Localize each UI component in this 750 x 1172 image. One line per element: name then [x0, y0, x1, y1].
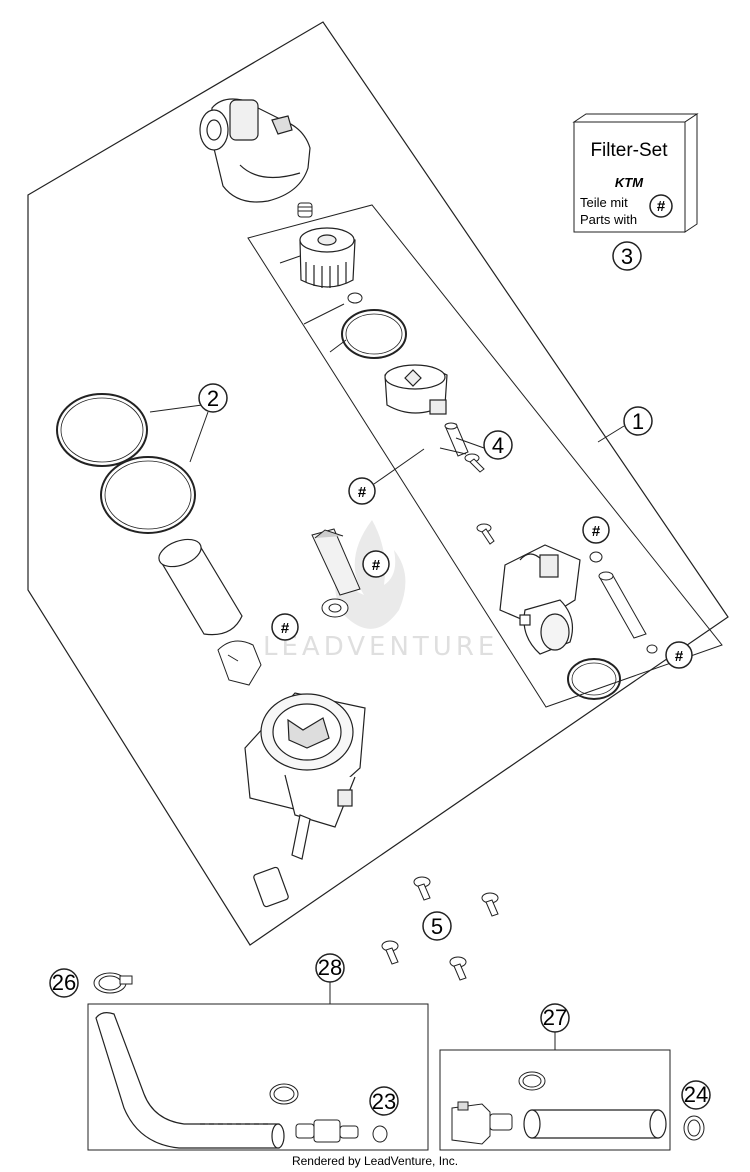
svg-text:#: #: [358, 484, 367, 501]
small-o-ring: [347, 292, 363, 304]
filter-o-ring: [341, 309, 407, 359]
pressure-regulator-part: [384, 364, 448, 415]
hash-symbol: #: [657, 198, 666, 215]
svg-text:1: 1: [632, 409, 644, 434]
leader-lines: [149, 255, 625, 1050]
large-o-ring-lower: [100, 456, 196, 534]
svg-text:#: #: [592, 523, 601, 540]
screw-part: [464, 453, 485, 473]
callout-5: 5: [422, 911, 452, 941]
svg-text:24: 24: [684, 1082, 708, 1107]
hash-marker: #: [665, 641, 693, 669]
small-tube-part: [444, 422, 469, 457]
fuel-pump-motor-part: [499, 544, 581, 655]
callout-2: 2: [198, 383, 228, 413]
small-o-ring: [646, 644, 658, 654]
clip-part: [217, 640, 262, 686]
svg-text:28: 28: [318, 955, 342, 980]
hash-marker: #: [271, 613, 299, 641]
callout-3: 3: [612, 241, 642, 271]
svg-text:26: 26: [52, 970, 76, 995]
filter-set-line2: Parts with: [580, 212, 637, 227]
screw-set-part: [381, 876, 499, 981]
assembly-outline: [27, 21, 729, 946]
svg-text:#: #: [675, 648, 684, 665]
hash-marker: #: [348, 477, 376, 505]
callout-4: 4: [483, 430, 513, 460]
hose-clamp-part: [269, 1083, 299, 1105]
callout-28: 28: [315, 953, 345, 983]
filter-element-part: [299, 227, 356, 288]
filter-set-title: Filter-Set: [590, 140, 668, 161]
callout-1: 1: [623, 406, 653, 436]
pump-housing-part: [244, 692, 366, 908]
svg-text:27: 27: [543, 1005, 567, 1030]
watermark: LEADVENTURE: [263, 520, 498, 662]
pump-head-part: [199, 98, 311, 203]
footer-credit: Rendered by LeadVenture, Inc.: [291, 1154, 459, 1168]
small-o-ring: [372, 1125, 388, 1143]
svg-text:#: #: [372, 557, 381, 574]
short-hose-part: [523, 1109, 667, 1139]
bottom-o-ring: [567, 658, 621, 700]
hose-clamp-part: [683, 1115, 705, 1141]
hose-clamp-part: [93, 972, 133, 994]
large-o-ring-upper: [56, 393, 148, 467]
svg-text:3: 3: [621, 244, 633, 269]
callout-23: 23: [369, 1086, 399, 1116]
watermark-text: LEADVENTURE: [263, 632, 498, 662]
filter-set-box: Filter-Set KTM Teile mit Parts with #: [572, 113, 699, 233]
svg-text:2: 2: [207, 386, 219, 411]
screw-part: [476, 523, 495, 545]
quick-connector-part: [451, 1101, 513, 1145]
filter-group-outline: [247, 204, 723, 708]
filter-set-line1: Teile mit: [580, 195, 628, 210]
hash-marker: #: [362, 550, 390, 578]
bracket-part: [311, 528, 361, 618]
brand-logo: KTM: [615, 175, 644, 190]
callout-27: 27: [540, 1003, 570, 1033]
bent-hose-part: [95, 1012, 285, 1149]
callout-26: 26: [49, 968, 79, 998]
svg-text:#: #: [281, 620, 290, 637]
spring-part: [297, 202, 313, 218]
hose-kit-box-28: [87, 1003, 429, 1151]
sleeve-part: [158, 538, 243, 636]
svg-text:23: 23: [372, 1089, 396, 1114]
hose-fitting-part: [295, 1119, 359, 1143]
svg-text:4: 4: [492, 433, 504, 458]
hash-marker: #: [582, 516, 610, 544]
long-tube-part: [598, 571, 647, 639]
svg-text:5: 5: [431, 914, 443, 939]
hose-clamp-part: [518, 1071, 546, 1091]
callout-24: 24: [681, 1080, 711, 1110]
small-o-ring: [589, 551, 603, 563]
